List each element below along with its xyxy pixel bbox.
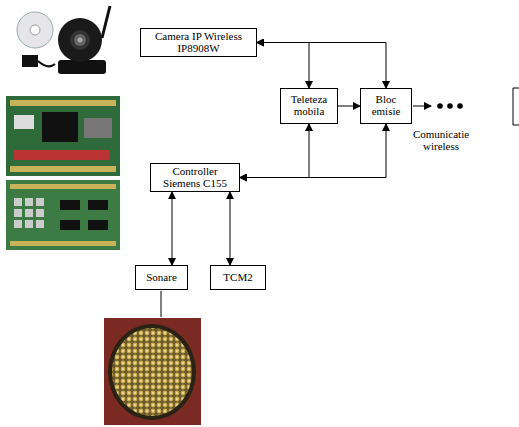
controller-box: Controller Siemens C155 xyxy=(150,163,240,192)
ellipsis-dots xyxy=(437,103,463,109)
sensor-box: Sonare xyxy=(135,265,188,290)
partial-box xyxy=(513,88,519,125)
connector-arrow xyxy=(257,43,309,89)
node-label: Controller Siemens C155 xyxy=(154,166,236,189)
process-box: Teleteza mobila xyxy=(280,88,338,124)
connector-arrow xyxy=(240,124,309,178)
leader-line xyxy=(161,291,162,317)
sensor-box: TCM2 xyxy=(210,265,266,290)
sonar-picture xyxy=(104,318,201,425)
connector-arrow xyxy=(338,106,360,107)
board-picture xyxy=(6,96,120,250)
node-label: Sonare xyxy=(146,272,177,284)
process-box: Bloc emisie xyxy=(360,88,412,124)
node-label: Bloc emisie xyxy=(364,94,408,117)
note-label: Comunicatie wireless xyxy=(406,128,476,152)
connector-arrow xyxy=(230,192,231,265)
node-label: Teleteza mobila xyxy=(284,94,334,117)
connector-arrow xyxy=(240,124,386,178)
node-label: TCM2 xyxy=(223,272,252,284)
camera-box: Camera IP Wireless IP8908W xyxy=(140,28,257,57)
connector-arrow xyxy=(172,192,173,265)
connector-arrow xyxy=(257,43,386,89)
camera-picture xyxy=(17,6,110,74)
output-arrow xyxy=(413,106,431,107)
node-label: Camera IP Wireless IP8908W xyxy=(144,31,253,54)
